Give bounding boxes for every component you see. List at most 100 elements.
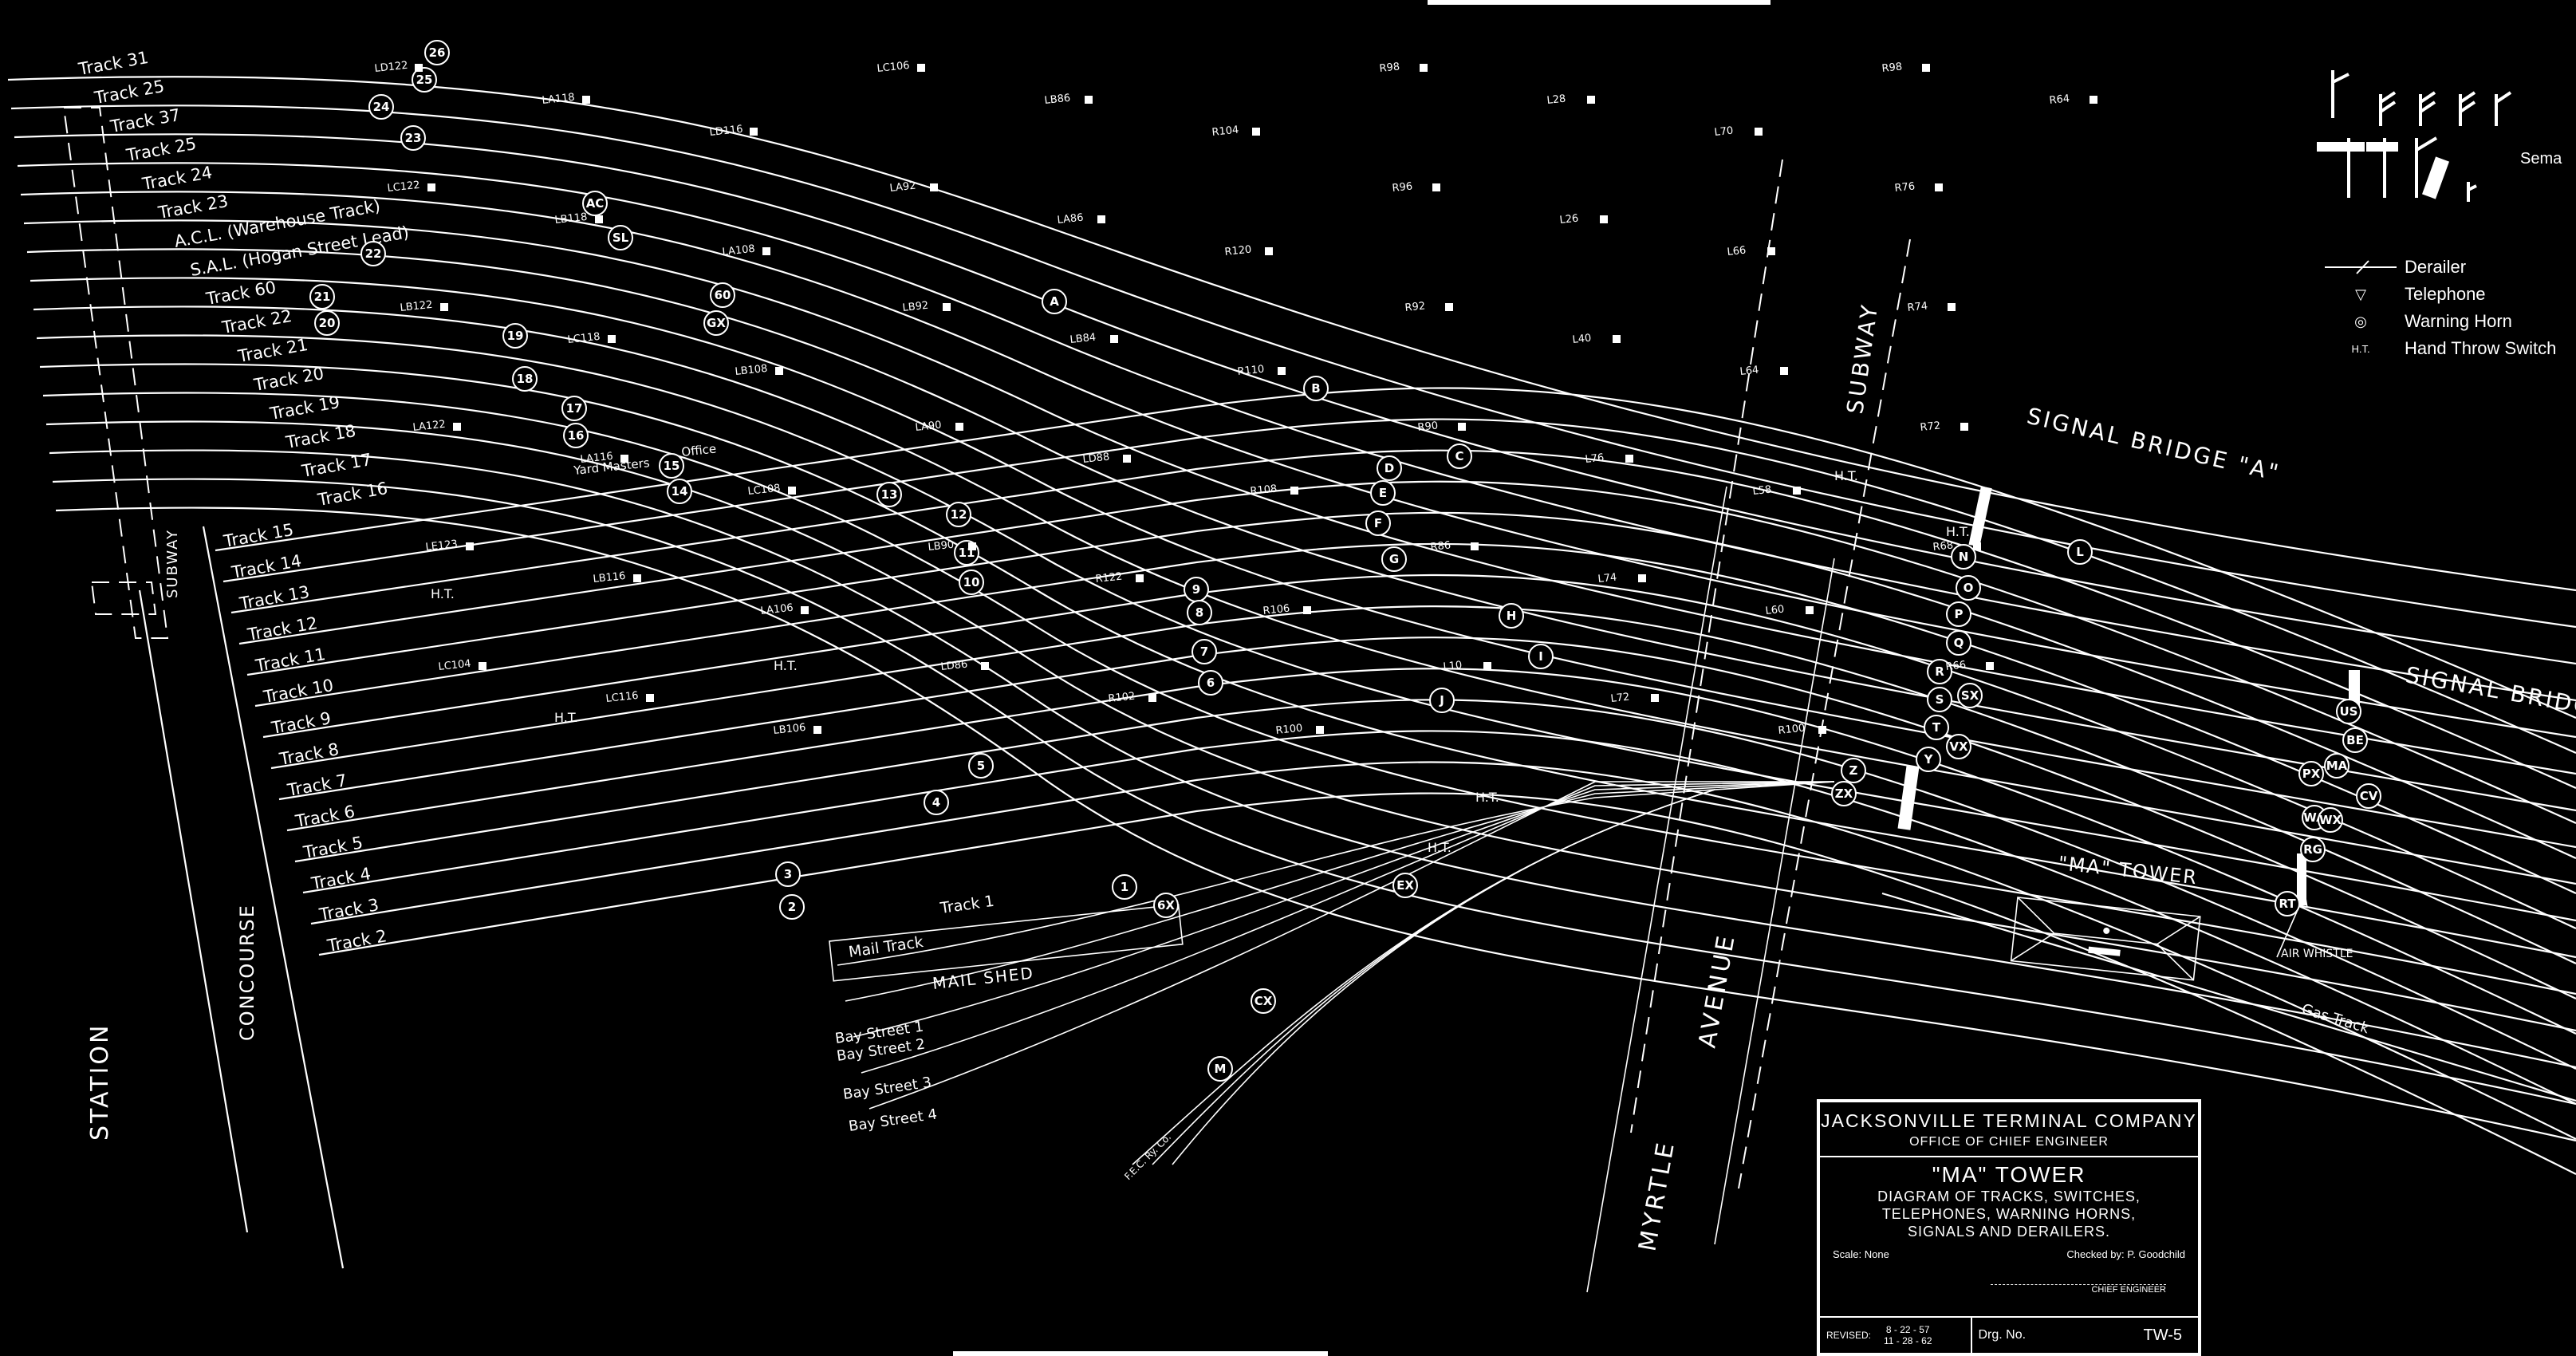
switch-circle: US bbox=[2336, 699, 2361, 724]
fixed-text: STATION CONCOURSE SUBWAY SUBWAY MYRTLE A… bbox=[86, 301, 2576, 1253]
signal-mark: R68 bbox=[1932, 539, 1981, 554]
signal-mark: L74 bbox=[1597, 572, 1646, 585]
svg-text:MA: MA bbox=[2326, 759, 2348, 773]
svg-text:R104: R104 bbox=[1211, 124, 1239, 139]
svg-text:19: 19 bbox=[507, 329, 524, 343]
switch-circle: 18 bbox=[512, 366, 538, 392]
switch-circle: CX bbox=[1251, 988, 1276, 1014]
track-label: Track 8 bbox=[278, 739, 341, 769]
signal-mark: L72 bbox=[1610, 692, 1659, 705]
svg-text:7: 7 bbox=[1200, 644, 1208, 659]
track-label: Track 18 bbox=[284, 421, 357, 452]
signal-mark: LA122 bbox=[412, 419, 461, 434]
branch-line bbox=[1172, 789, 1715, 1165]
station-wall bbox=[138, 589, 249, 1233]
svg-text:23: 23 bbox=[405, 131, 422, 145]
legend-semaphore-row: Sema bbox=[2317, 62, 2562, 222]
svg-text:VX: VX bbox=[1949, 739, 1968, 754]
track-label: Track 21 bbox=[236, 335, 309, 366]
signal-mark: LA90 bbox=[915, 420, 963, 434]
svg-text:LB84: LB84 bbox=[1069, 332, 1097, 346]
myrtle-label: MYRTLE bbox=[1633, 1138, 1680, 1254]
myrtle-ave-line-2 bbox=[1714, 558, 1835, 1245]
track-line bbox=[20, 191, 2576, 739]
svg-text:R98: R98 bbox=[1379, 61, 1400, 75]
switch-circle: 15 bbox=[659, 453, 684, 479]
svg-text:RT: RT bbox=[2279, 897, 2296, 911]
svg-text:9: 9 bbox=[1192, 582, 1200, 597]
ht-label-1: H.T. bbox=[1834, 468, 1858, 483]
signal-mark: LA116 bbox=[580, 451, 628, 466]
checked-by-text: Checked by: P. Goodchild bbox=[2066, 1248, 2185, 1260]
legend-label-derailer: Derailer bbox=[2405, 257, 2467, 277]
svg-text:LB118: LB118 bbox=[554, 211, 588, 227]
switch-circle: 21 bbox=[309, 284, 335, 309]
title-block: JACKSONVILLE TERMINAL COMPANY OFFICE OF … bbox=[1817, 1099, 2201, 1356]
track-line bbox=[246, 511, 2576, 860]
svg-text:R76: R76 bbox=[1894, 180, 1916, 195]
track-label: Track 4 bbox=[309, 864, 372, 893]
derailer-icon bbox=[2317, 259, 2405, 275]
signal-bridge-c-mast bbox=[1897, 765, 1920, 830]
svg-text:RG: RG bbox=[2303, 842, 2322, 857]
signal-mark: R96 bbox=[1392, 180, 1440, 195]
signal-mark: LE123 bbox=[425, 538, 474, 554]
track-label: Track 6 bbox=[293, 802, 356, 831]
switch-circles: 26252423ACSL22212019181716151460GXABCDEF… bbox=[309, 40, 2381, 1082]
switch-circle: 16 bbox=[563, 423, 589, 448]
switch-circle: C bbox=[1447, 443, 1472, 469]
svg-text:L28: L28 bbox=[1546, 93, 1566, 107]
track-label: Track 7 bbox=[286, 771, 349, 800]
signal-mark: R110 bbox=[1237, 364, 1286, 378]
svg-text:PX: PX bbox=[2302, 767, 2321, 781]
office-label: Office bbox=[681, 441, 717, 459]
mail-shed-box bbox=[829, 904, 1184, 982]
svg-text:LD116: LD116 bbox=[709, 124, 743, 139]
svg-text:M: M bbox=[1215, 1062, 1227, 1076]
svg-text:LC122: LC122 bbox=[387, 179, 420, 195]
switch-circle: MA bbox=[2324, 753, 2350, 779]
svg-text:R: R bbox=[1935, 664, 1944, 679]
svg-text:R68: R68 bbox=[1932, 539, 1954, 554]
svg-text:BE: BE bbox=[2346, 733, 2364, 747]
svg-text:L10: L10 bbox=[1443, 660, 1463, 673]
switch-circle: EX bbox=[1392, 873, 1418, 898]
signal-mark: R98 bbox=[1881, 61, 1930, 75]
concourse-wall bbox=[202, 526, 345, 1269]
station-label: STATION bbox=[86, 1023, 114, 1141]
bay-street-3-label: Bay Street 3 bbox=[842, 1074, 932, 1103]
svg-text:C: C bbox=[1455, 449, 1463, 463]
svg-text:H: H bbox=[1507, 609, 1517, 623]
switch-circle: 9 bbox=[1184, 577, 1209, 602]
signal-mark: R90 bbox=[1417, 420, 1466, 434]
switch-circle: 8 bbox=[1187, 600, 1212, 625]
svg-text:24: 24 bbox=[373, 100, 390, 114]
signal-mark: L26 bbox=[1559, 213, 1608, 227]
track-line bbox=[238, 480, 2576, 825]
track-line bbox=[14, 133, 2576, 665]
svg-text:LB92: LB92 bbox=[902, 300, 929, 314]
svg-text:LC116: LC116 bbox=[605, 690, 639, 705]
switch-circle: 23 bbox=[400, 125, 426, 151]
signal-mark: LC106 bbox=[876, 60, 925, 75]
svg-text:L58: L58 bbox=[1752, 484, 1772, 498]
svg-text:1: 1 bbox=[1121, 880, 1128, 894]
switch-circle: 26 bbox=[424, 40, 450, 65]
svg-text:LB122: LB122 bbox=[400, 299, 433, 314]
svg-text:LA116: LA116 bbox=[580, 451, 614, 466]
switch-circle: PX bbox=[2298, 761, 2324, 786]
track-label: Track 3 bbox=[317, 895, 380, 924]
signal-bridge-a-label: SIGNAL BRIDGE "A" bbox=[2024, 403, 2283, 487]
track-line bbox=[30, 277, 2576, 849]
switch-circle: 2 bbox=[779, 894, 805, 920]
svg-text:LC106: LC106 bbox=[876, 60, 910, 75]
svg-text:R90: R90 bbox=[1417, 420, 1439, 434]
svg-text:LA86: LA86 bbox=[1057, 212, 1084, 227]
svg-text:13: 13 bbox=[881, 487, 898, 502]
signal-bridge-d-mast bbox=[2297, 853, 2306, 905]
svg-text:L: L bbox=[2076, 545, 2084, 559]
svg-text:P: P bbox=[1955, 607, 1964, 621]
svg-text:LB86: LB86 bbox=[1044, 93, 1071, 107]
svg-text:Z: Z bbox=[1849, 763, 1858, 778]
signal-mark: LC108 bbox=[747, 483, 796, 498]
